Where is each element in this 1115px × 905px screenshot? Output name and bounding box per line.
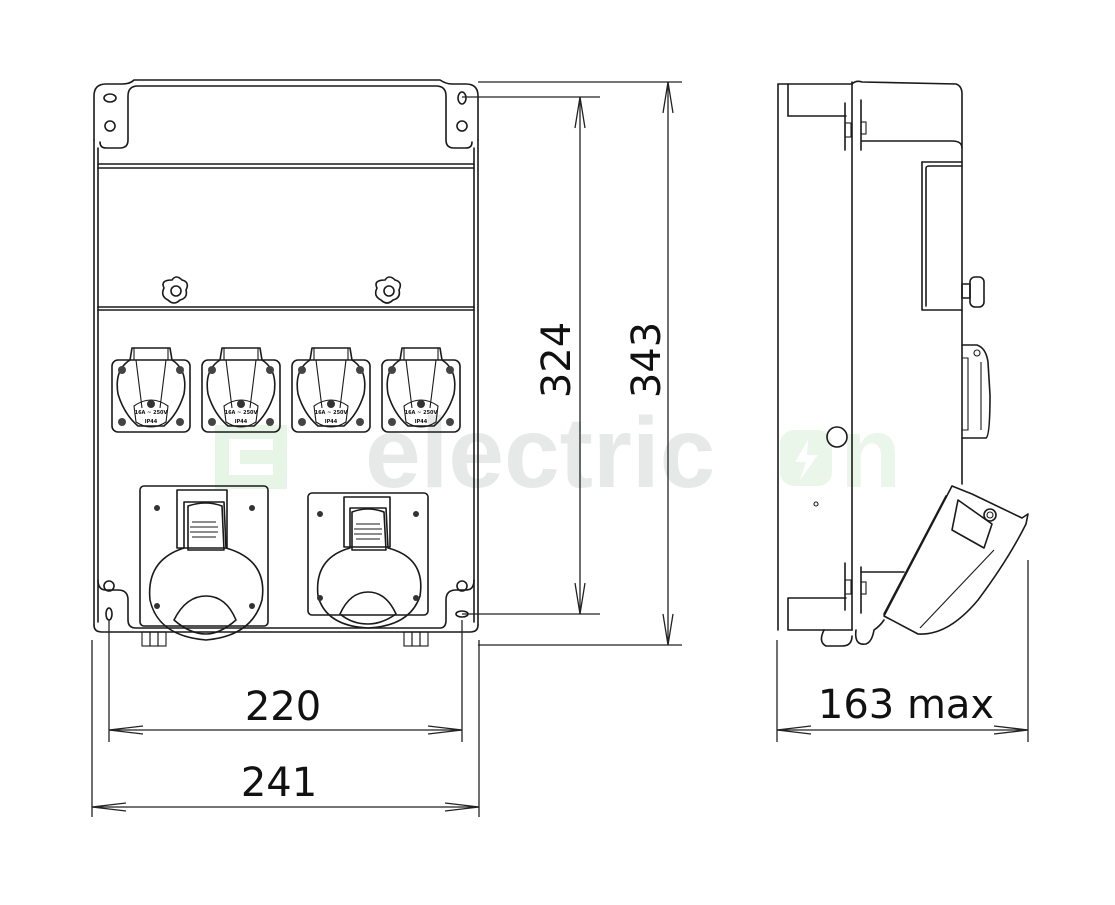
dimension-lines-front	[91, 81, 682, 817]
mounting-hole-icon	[456, 580, 468, 592]
front-view: 16A ~ 250V IP44 16A ~ 250V IP44	[93, 79, 479, 647]
small-socket: 16A ~ 250V IP44	[111, 347, 191, 433]
watermark-text: electric	[365, 397, 715, 509]
enclosure-top-outline	[93, 79, 479, 141]
socket-rating-label: 16A ~ 250V	[135, 410, 168, 416]
watermark-bolt-icon	[780, 430, 832, 486]
dimension-lines-side	[776, 560, 1029, 742]
socket-rating-label: 16A ~ 250V	[405, 410, 438, 416]
knob-screw-icon	[374, 276, 402, 304]
small-socket: 16A ~ 250V IP44	[291, 347, 371, 433]
enclosure-upper-lid	[99, 85, 473, 149]
small-socket: 16A ~ 250V IP44	[201, 347, 281, 433]
watermark-logo-icon	[215, 425, 287, 489]
mounting-slot-icon	[105, 607, 113, 621]
dimension-label-324: 324	[534, 322, 580, 398]
side-knob-icon	[961, 276, 985, 308]
knob-screw-icon	[161, 276, 189, 304]
dimension-label-163-max: 163 max	[818, 682, 994, 728]
dimension-label-343: 343	[624, 322, 670, 398]
large-socket	[139, 485, 269, 641]
socket-ip-label: IP44	[145, 419, 158, 425]
side-hole-icon	[826, 426, 848, 448]
socket-ip-label: IP44	[325, 419, 338, 425]
large-socket	[307, 492, 429, 629]
socket-ip-label: IP44	[235, 419, 248, 425]
side-large-socket	[883, 485, 1029, 635]
side-small-socket	[961, 344, 991, 439]
small-socket: 16A ~ 250V IP44	[381, 347, 461, 433]
socket-ip-label: IP44	[415, 419, 428, 425]
mounting-hole-icon	[103, 580, 115, 592]
dimension-label-241: 241	[241, 760, 317, 806]
mounting-hole-icon	[456, 120, 468, 132]
watermark-text-end: n	[840, 397, 901, 509]
mounting-slot-icon	[103, 93, 117, 103]
socket-rating-label: 16A ~ 250V	[315, 410, 348, 416]
watermark: electric n	[215, 397, 901, 509]
mounting-hole-icon	[104, 120, 116, 132]
mounting-slot-icon	[457, 91, 467, 105]
dimension-label-220: 220	[245, 684, 321, 730]
side-view	[777, 80, 1029, 647]
enclosure-bottom-outline	[97, 579, 475, 629]
socket-rating-label: 16A ~ 250V	[225, 410, 258, 416]
